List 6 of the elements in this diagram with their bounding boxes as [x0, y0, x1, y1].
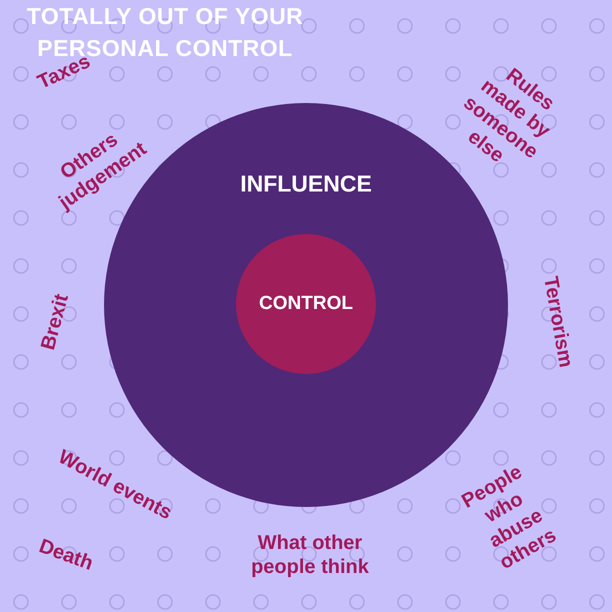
label-text: Brexit	[36, 290, 74, 354]
circle-label: INFLUENCE	[240, 170, 372, 198]
label-text: Death	[35, 534, 97, 577]
label-text: What other people think	[250, 531, 370, 579]
label-text: Terrorism	[538, 274, 578, 372]
circle-label: CONTROL	[259, 293, 353, 315]
